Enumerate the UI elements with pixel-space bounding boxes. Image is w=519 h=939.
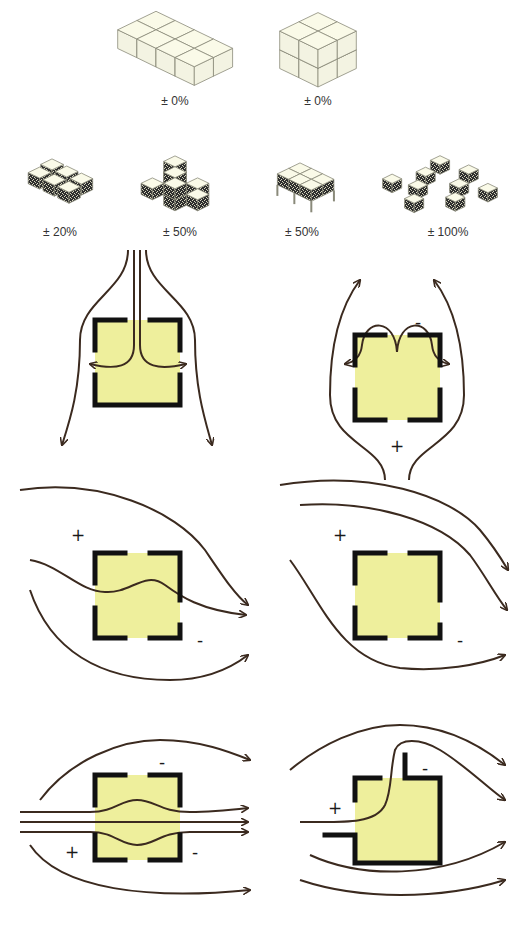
cube-face [383, 174, 402, 183]
cube-face [186, 189, 209, 200]
stilt [276, 185, 278, 196]
percentage-label: ± 0% [304, 95, 331, 107]
pressure-sign: + [333, 527, 347, 544]
cube-face [43, 174, 66, 185]
pressure-sign: + [390, 438, 404, 455]
stilt [293, 193, 295, 204]
pressure-sign: - [159, 754, 165, 771]
cube-face [408, 180, 427, 189]
pressure-sign: + [71, 527, 85, 544]
percentage-label: ± 100% [428, 226, 469, 238]
airflow-lines [20, 250, 508, 895]
cube-face [164, 156, 187, 167]
percentage-label: ± 50% [285, 226, 319, 238]
pressure-sign: - [422, 760, 428, 777]
cube-face [186, 178, 209, 189]
cube-face [141, 178, 164, 189]
pressure-sign: - [457, 632, 463, 649]
cube-face [164, 178, 187, 189]
pressure-sign: + [65, 844, 79, 861]
cube-face [55, 166, 78, 177]
pressure-sign: - [415, 314, 421, 331]
cube-face [175, 48, 213, 66]
cube-face [164, 167, 187, 178]
pressure-sign: + [328, 800, 342, 817]
stilt [333, 190, 335, 201]
cube-face [416, 167, 435, 176]
pressure-sign: - [197, 632, 203, 649]
cube-face [41, 159, 64, 170]
cube-face [299, 31, 337, 49]
cube-face [459, 165, 478, 174]
cube-face [58, 181, 81, 192]
cube-face [446, 193, 465, 202]
room-walls [95, 320, 440, 863]
room-fill [95, 320, 440, 863]
cube-face [450, 179, 469, 188]
cube-face [478, 183, 497, 192]
percentage-label: ± 20% [43, 226, 77, 238]
cube-face [70, 173, 93, 184]
pressure-sign: - [192, 844, 198, 861]
percentage-label: ± 50% [163, 226, 197, 238]
cube-face [430, 156, 449, 165]
stilt [310, 201, 312, 212]
cube-face [300, 179, 323, 190]
percentage-label: ± 0% [161, 95, 188, 107]
cube-face [28, 167, 51, 178]
cube-face [405, 194, 424, 203]
block-clusters [28, 11, 497, 212]
